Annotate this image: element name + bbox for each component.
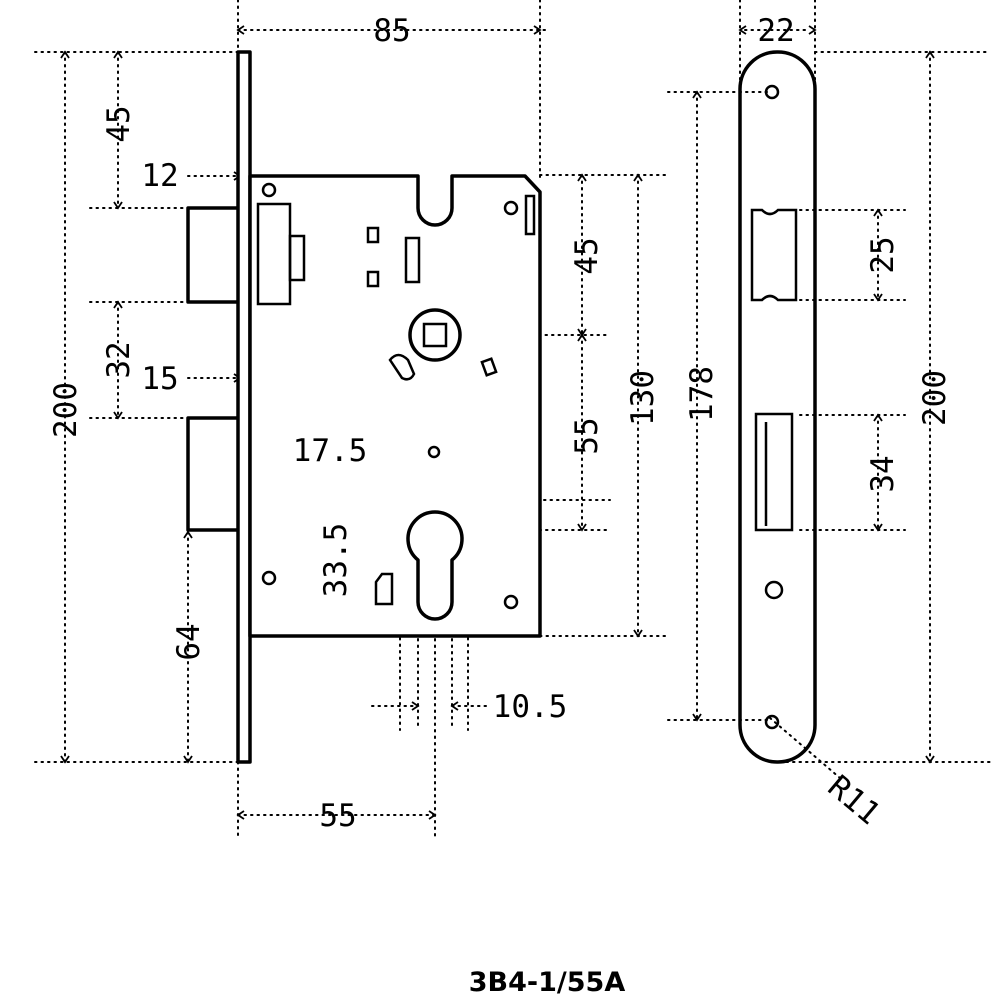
dim-15: 15	[141, 361, 178, 397]
lock-body	[186, 50, 542, 764]
dim-17-5: 17.5	[293, 433, 368, 469]
small-catch	[374, 572, 394, 606]
slot	[404, 236, 421, 284]
striker-bolt-opening	[754, 412, 794, 532]
striker-outline	[738, 50, 817, 764]
dim-64: 64	[171, 623, 207, 660]
pin-hole	[427, 445, 441, 459]
lever-slot	[480, 357, 498, 377]
dim-r11: R11	[821, 769, 887, 833]
faceplate-side	[236, 50, 252, 764]
dim-22: 22	[757, 13, 794, 49]
dim-12: 12	[141, 158, 178, 194]
screw-hole	[261, 570, 277, 586]
striker-screw-top	[764, 84, 780, 100]
slot	[366, 226, 380, 244]
dimension-arrows	[60, 25, 935, 820]
dim-34: 34	[865, 455, 901, 492]
striker-plate	[738, 50, 817, 764]
slot	[524, 194, 536, 236]
spindle-square	[422, 322, 448, 348]
cylinder-cutout	[406, 510, 464, 621]
latch-bolt	[186, 206, 245, 304]
latch-tail	[288, 234, 306, 282]
screw-hole	[261, 182, 277, 198]
follower-hub	[408, 308, 462, 362]
dim-45-right: 45	[569, 237, 605, 274]
dim-25: 25	[865, 236, 901, 273]
dim-200-right: 200	[917, 370, 953, 426]
dimension-labels: 85 22 200 45 12 32 15 64 55 45 55 130 17…	[48, 13, 953, 834]
dead-bolt	[186, 416, 245, 532]
model-title: 3B4-1/55A	[469, 967, 626, 998]
dim-10-5: 10.5	[493, 689, 568, 725]
screw-hole	[503, 594, 519, 610]
dim-33-5: 33.5	[318, 523, 354, 598]
striker-screw-bottom	[764, 714, 780, 730]
dim-45-top-left: 45	[101, 105, 137, 142]
striker-latch-opening	[750, 208, 798, 302]
dim-178: 178	[684, 366, 720, 422]
dim-85: 85	[373, 13, 410, 49]
slot	[366, 270, 380, 288]
dim-55-right: 55	[569, 417, 605, 454]
dim-200-left: 200	[48, 382, 84, 438]
lock-case	[248, 174, 542, 638]
screw-hole	[503, 200, 519, 216]
dim-130: 130	[625, 370, 661, 426]
striker-screw-mid	[764, 580, 784, 600]
dim-55-backset: 55	[319, 798, 356, 834]
lever	[388, 353, 416, 381]
dim-32: 32	[101, 341, 137, 378]
